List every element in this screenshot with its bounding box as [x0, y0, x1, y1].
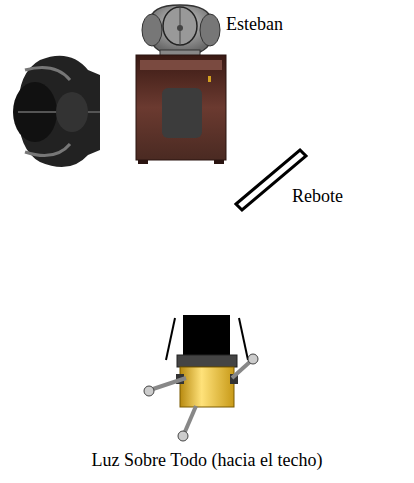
person-top-view	[142, 5, 220, 56]
callout-label: Rebote	[292, 186, 343, 207]
callout-label: Esteban	[226, 14, 283, 35]
desk	[136, 55, 226, 164]
person-top-view	[13, 56, 100, 167]
light-fixture	[144, 315, 258, 441]
callout-label: Luz Sobre Todo (hacia el techo)	[92, 450, 323, 471]
